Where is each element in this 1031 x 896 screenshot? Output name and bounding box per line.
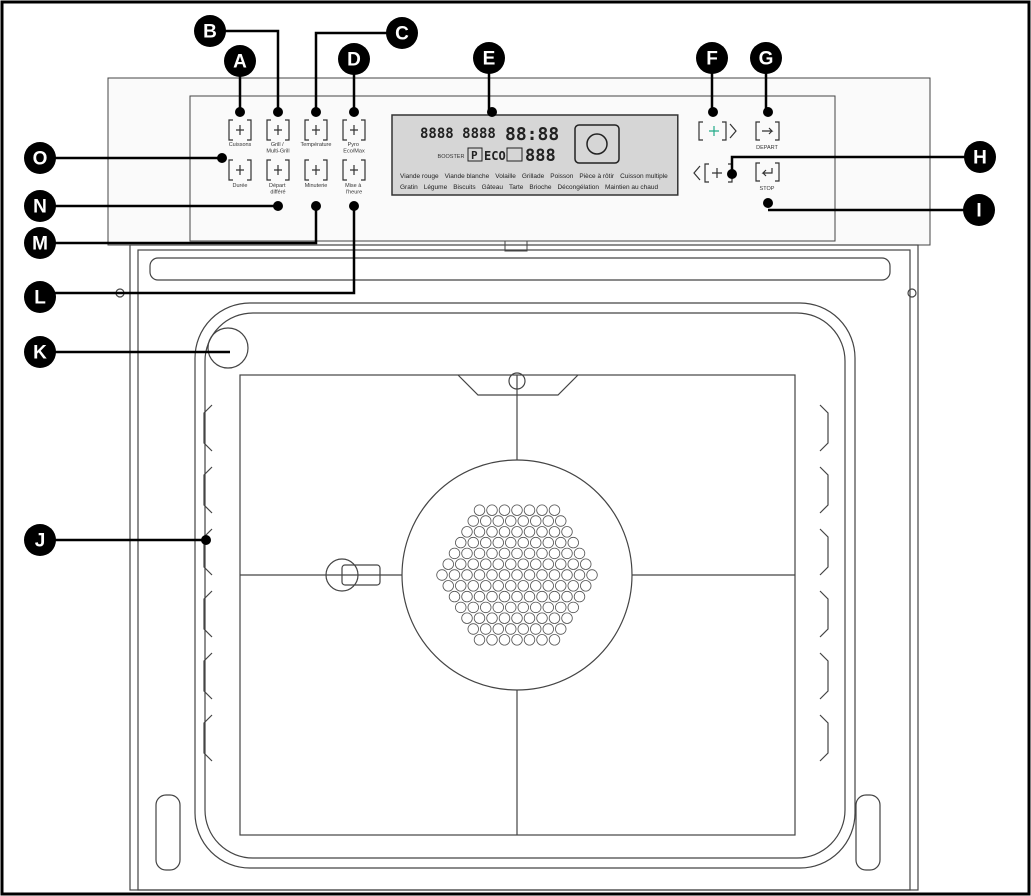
callout-letter: C: [395, 24, 409, 45]
callout-e: E: [473, 42, 505, 74]
callout-f: F: [696, 42, 728, 74]
control-button[interactable]: [342, 159, 366, 181]
button-label: Cuissons: [229, 142, 252, 148]
program-label: Décongélation: [557, 184, 599, 191]
program-label: Maintien au chaud: [605, 184, 659, 191]
depart-label: DEPART: [756, 145, 778, 151]
program-label: Tarte: [509, 184, 524, 191]
callout-j: J: [24, 524, 56, 556]
control-button[interactable]: [266, 159, 290, 181]
button-label: Pyro Eco/Max: [343, 142, 365, 155]
program-label: Poisson: [550, 173, 574, 180]
callout-b: B: [194, 15, 226, 47]
button-label: Grill / Multi-Grill: [266, 142, 289, 155]
callout-letter: G: [759, 49, 774, 70]
program-label: Gratin: [400, 184, 418, 191]
shelf-supports: [203, 404, 829, 762]
lamp: [207, 327, 249, 369]
oven-body: [115, 244, 919, 891]
stop-label: STOP: [760, 186, 775, 192]
display-program: P: [471, 149, 478, 162]
program-label: Viande blanche: [445, 173, 490, 180]
callout-letter: B: [203, 22, 217, 43]
program-label: Légume: [424, 184, 448, 191]
callout-letter: I: [976, 201, 981, 222]
control-panel: [107, 77, 931, 252]
program-label: Volaille: [495, 173, 516, 180]
button-label: Minuterie: [305, 183, 328, 189]
control-button[interactable]: [304, 119, 328, 141]
control-button[interactable]: [304, 159, 328, 181]
program-label: Biscuits: [453, 184, 476, 191]
callout-letter: K: [33, 343, 47, 364]
display: 8888 8888 88:88 BOOSTER P ECO 888 Viande…: [391, 114, 679, 196]
callout-o: O: [24, 142, 56, 174]
control-button[interactable]: [228, 119, 252, 141]
leader-lines: [40, 29, 980, 542]
booster-label: BOOSTER: [438, 154, 465, 160]
display-time: 88:88: [505, 124, 559, 145]
callout-m: M: [24, 227, 56, 259]
button-label: Départ différé: [269, 183, 287, 196]
button-label: Température: [301, 142, 332, 148]
callout-letter: L: [34, 288, 46, 309]
program-label: Viande rouge: [400, 173, 439, 180]
callout-letter: E: [483, 49, 496, 70]
callout-letter: H: [973, 148, 987, 169]
control-button[interactable]: [228, 159, 252, 181]
program-label: Cuisson multiple: [620, 173, 668, 180]
callout-n: N: [24, 190, 56, 222]
callout-l: L: [24, 281, 56, 313]
program-label: Pièce à rôtir: [579, 173, 615, 180]
callout-g: G: [750, 42, 782, 74]
callout-h: H: [964, 141, 996, 173]
callout-letter: A: [233, 52, 247, 73]
callout-letter: M: [32, 234, 48, 255]
program-label: Brioche: [529, 184, 551, 191]
button-label: Mise à l'heure: [345, 183, 363, 196]
program-label: Grillade: [522, 173, 545, 180]
leader-dots: [201, 107, 773, 545]
display-eco: ECO: [484, 149, 506, 163]
control-buttons: Cuissons Grill / Multi-Grill Température Py…: [228, 119, 366, 196]
control-button[interactable]: [342, 119, 366, 141]
fan-display-icon: [574, 124, 620, 164]
callout-a: A: [224, 45, 256, 77]
display-digits: 8888 8888: [420, 126, 496, 142]
program-label: Gâteau: [482, 184, 504, 191]
callouts: AB C D E F G H I J K L MN O: [24, 15, 996, 556]
callout-letter: D: [347, 50, 361, 71]
fan-grille: [436, 504, 598, 646]
control-button[interactable]: [266, 119, 290, 141]
callout-c: C: [386, 17, 418, 49]
callout-letter: N: [33, 197, 47, 218]
right-buttons: [693, 121, 780, 183]
callout-letter: J: [35, 531, 46, 552]
button-label: Durée: [233, 183, 248, 189]
callout-letter: O: [33, 149, 48, 170]
callout-letter: F: [706, 49, 718, 70]
callout-i: I: [963, 194, 995, 226]
callout-d: D: [338, 43, 370, 75]
callout-k: K: [24, 336, 56, 368]
display-temp: 888: [525, 146, 556, 166]
